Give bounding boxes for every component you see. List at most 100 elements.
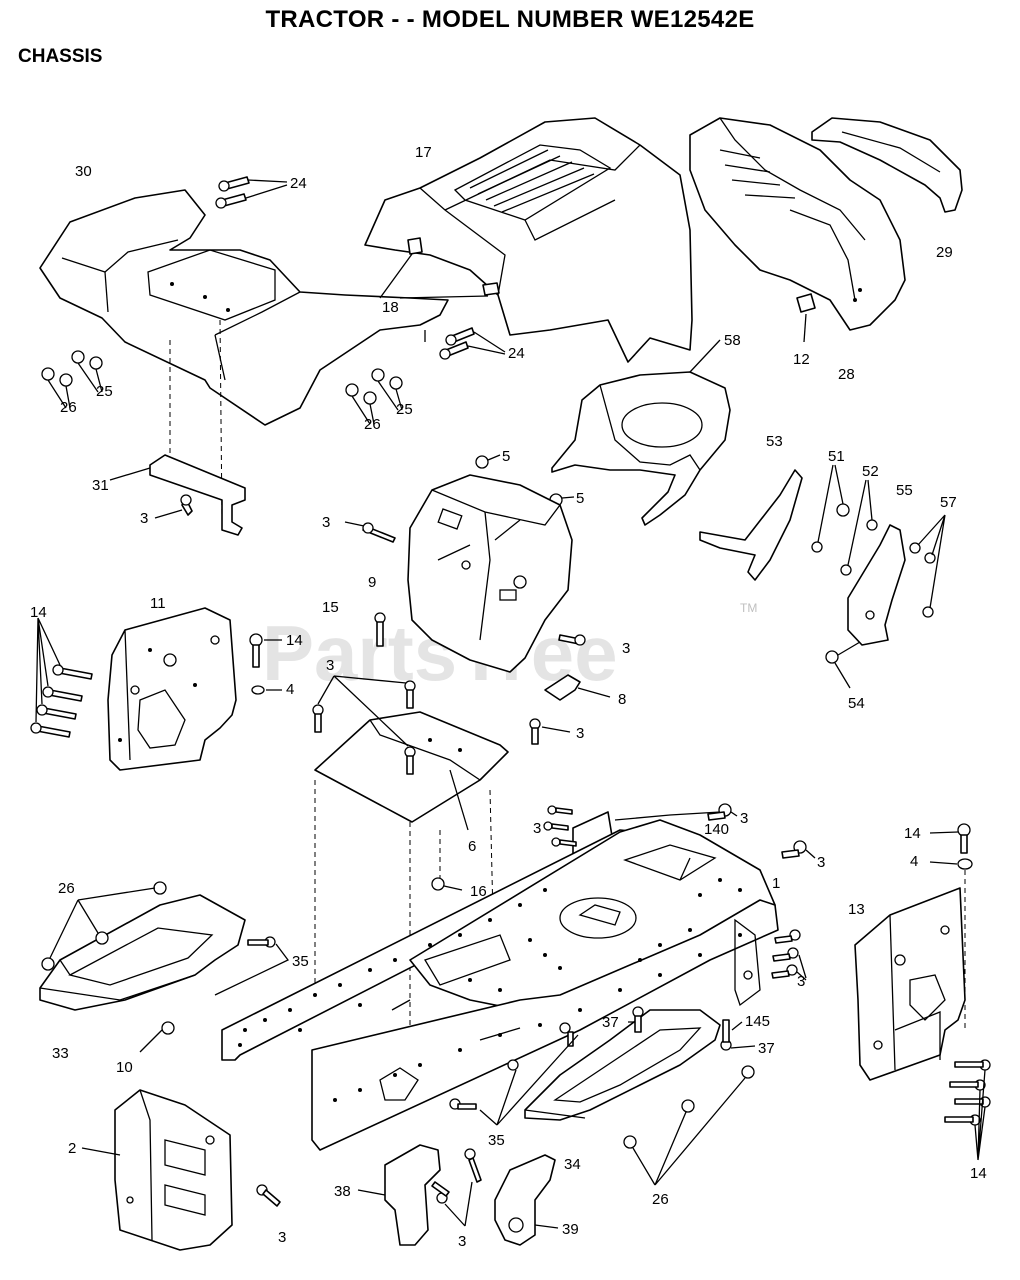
part-3-screws-f[interactable] [543, 805, 577, 847]
watermark-trademark: TM [740, 601, 757, 615]
part-24-bolts-lower[interactable] [439, 327, 506, 360]
part-37-145-bolts[interactable] [628, 1006, 756, 1051]
callout-12: 12 [793, 351, 810, 368]
part-3-screw-b[interactable] [344, 521, 396, 543]
callout-38: 38 [334, 1183, 351, 1200]
callout-4-right: 4 [910, 853, 918, 870]
callout-3-j: 3 [278, 1229, 286, 1246]
callout-33: 33 [52, 1045, 69, 1062]
part-53-bracket[interactable] [699, 469, 803, 581]
callout-16: 16 [470, 883, 487, 900]
part-3-screw-e[interactable] [529, 718, 571, 745]
callout-54: 54 [848, 695, 865, 712]
callout-26-right: 26 [364, 416, 381, 433]
callout-3-c: 3 [622, 640, 630, 657]
part-3-screw-a[interactable] [154, 494, 193, 519]
callout-3-k: 3 [458, 1233, 466, 1250]
part-13-side-panel[interactable] [854, 887, 966, 1081]
callout-3-d: 3 [326, 657, 334, 674]
callout-24-upper: 24 [290, 175, 307, 192]
part-11-side-panel[interactable] [107, 607, 237, 771]
callout-labels: 30 24 17 29 18 24 12 28 58 25 26 25 26 5… [30, 144, 987, 1250]
part-18-clips[interactable] [379, 237, 500, 299]
part-26-nuts-right[interactable] [623, 1065, 755, 1186]
callout-58: 58 [724, 332, 741, 349]
callout-3-e: 3 [576, 725, 584, 742]
callout-3-a: 3 [140, 510, 148, 527]
callout-10: 10 [116, 1059, 133, 1076]
callout-25-right: 25 [396, 401, 413, 418]
part-25-26-fasteners-right[interactable] [345, 368, 403, 425]
callout-53: 53 [766, 433, 783, 450]
part-17-hood[interactable] [364, 117, 693, 363]
page-title: TRACTOR - - MODEL NUMBER WE12542E [265, 6, 755, 33]
callout-14-right: 14 [904, 825, 921, 842]
callout-57: 57 [940, 494, 957, 511]
callout-29: 29 [936, 244, 953, 261]
part-51-52-fasteners[interactable] [811, 464, 878, 576]
part-10-nut[interactable] [139, 1021, 175, 1053]
callout-14-left: 14 [30, 604, 47, 621]
callout-37-right: 37 [758, 1040, 775, 1057]
callout-35-center: 35 [488, 1132, 505, 1149]
part-3-screw-h[interactable] [781, 840, 816, 859]
part-26-nuts-left[interactable] [41, 881, 167, 971]
callout-1: 1 [772, 875, 780, 892]
part-29-trim[interactable] [811, 117, 963, 213]
callout-140: 140 [704, 821, 729, 838]
callout-51: 51 [828, 448, 845, 465]
callout-18: 18 [382, 299, 399, 316]
callout-4-left: 4 [286, 681, 294, 698]
callout-34: 34 [564, 1156, 581, 1173]
part-3-screws-k[interactable] [431, 1148, 482, 1227]
part-3-screw-c[interactable] [558, 634, 586, 646]
part-57-fasteners[interactable] [909, 514, 946, 618]
callout-6: 6 [468, 838, 476, 855]
callout-5-lower: 5 [576, 490, 584, 507]
part-1-frame[interactable] [221, 819, 779, 1151]
callout-3-g: 3 [533, 820, 541, 837]
callout-25-left: 25 [96, 383, 113, 400]
callout-24-lower: 24 [508, 345, 525, 362]
callout-28: 28 [838, 366, 855, 383]
part-3-screw-j[interactable] [256, 1184, 281, 1207]
part-24-bolts-upper[interactable] [215, 176, 288, 209]
callout-11: 11 [150, 595, 166, 612]
part-8-clip[interactable] [544, 674, 611, 701]
part-2-front-panel[interactable] [81, 1089, 233, 1251]
section-title: CHASSIS [18, 46, 103, 67]
part-3-screws-d[interactable] [312, 675, 416, 775]
part-16-nut[interactable] [431, 877, 463, 891]
part-3-screw-g[interactable] [707, 803, 738, 821]
callout-2: 2 [68, 1140, 76, 1157]
part-38-bracket[interactable] [357, 1144, 441, 1246]
callout-14-bottom-right: 14 [970, 1165, 987, 1182]
part-30-fender[interactable] [39, 189, 449, 426]
part-14-4-bolt-washer[interactable] [249, 633, 282, 695]
callout-8: 8 [618, 691, 626, 708]
part-34-footrest[interactable] [524, 1009, 721, 1121]
part-35-screws-center[interactable] [449, 1022, 579, 1126]
part-14-bolts-left[interactable] [30, 617, 93, 738]
part-12-clip[interactable] [796, 293, 816, 343]
part-58-shroud[interactable] [551, 339, 731, 526]
callout-5-upper: 5 [502, 448, 510, 465]
callout-3-i: 3 [797, 973, 805, 990]
part-39-bracket[interactable] [494, 1154, 559, 1246]
part-25-26-fasteners-left[interactable] [41, 350, 103, 409]
part-28-grille[interactable] [689, 117, 906, 331]
part-15-bolt[interactable] [374, 612, 386, 647]
part-33-footrest[interactable] [39, 894, 246, 1011]
callout-9: 9 [368, 574, 376, 591]
part-31-bracket[interactable] [109, 454, 246, 536]
part-14-bolts-right[interactable] [944, 1059, 991, 1161]
part-55-bracket[interactable] [847, 524, 906, 646]
part-35-screw-left[interactable] [214, 936, 289, 996]
part-3-screws-i[interactable] [771, 929, 807, 981]
part-54-nut[interactable] [825, 641, 861, 689]
part-14-4-bolt-washer-right[interactable] [929, 823, 973, 1030]
callout-3-h: 3 [817, 854, 825, 871]
callout-35-left: 35 [292, 953, 309, 970]
part-9-dash-panel[interactable] [407, 330, 573, 673]
